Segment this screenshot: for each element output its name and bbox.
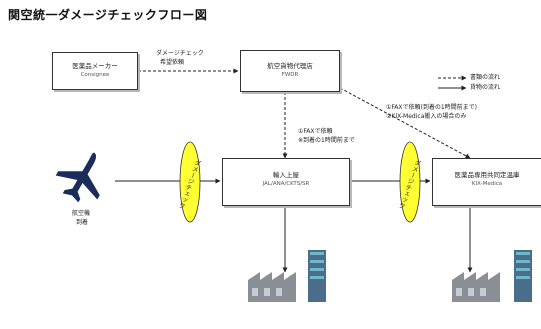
forwarder-sublabel: FWDR (281, 72, 299, 78)
damage-check-oval (399, 141, 421, 223)
importer-label: 輸入上屋 (273, 171, 299, 179)
damage-check-oval (179, 141, 201, 223)
medica-note-2: ②KIX-Medica搬入の場合のみ (386, 113, 467, 120)
pharma-warehouse-label: 医薬品専用共同定温庫 (454, 171, 520, 179)
importer-note-2: ※到着の1時間前まで (298, 137, 355, 144)
pharma-maker-box: 医薬品メーカー Consignee (52, 52, 138, 90)
damage-request-label-1: ダメージチェック (156, 50, 204, 57)
importer-sublabel: JAL/ANA/CKTS/SR (262, 181, 310, 187)
forwarder-label: 航空貨物代理店 (267, 62, 313, 70)
damage-request-label-2: 希望依頼 (160, 59, 185, 66)
pharma-maker-label: 医薬品メーカー (72, 62, 118, 70)
medica-note-1: ①FAXで依頼(到着の1時間前まで) (386, 104, 477, 111)
importer-box: 輸入上屋 JAL/ANA/CKTS/SR (222, 158, 350, 206)
warehouse-icon (248, 250, 326, 302)
airplane-label: 航空機 (72, 210, 91, 217)
pharma-warehouse-sublabel: KIX-Medica (471, 181, 503, 187)
airplane-icon (55, 152, 100, 203)
warehouse-icon (452, 250, 532, 302)
pharma-maker-sublabel: Consignee (80, 72, 110, 78)
page-title: 関空統一ダメージチェックフロー図 (8, 8, 208, 22)
legend-dashed-label: 書類の流れ (470, 74, 501, 81)
importer-note-1: ①FAXで依頼 (298, 128, 333, 135)
airplane-sublabel: 到着 (76, 219, 89, 226)
legend-solid-label: 貨物の流れ (470, 84, 501, 91)
forwarder-box: 航空貨物代理店 FWDR (240, 50, 340, 92)
pharma-warehouse-box: 医薬品専用共同定温庫 KIX-Medica (432, 158, 541, 206)
